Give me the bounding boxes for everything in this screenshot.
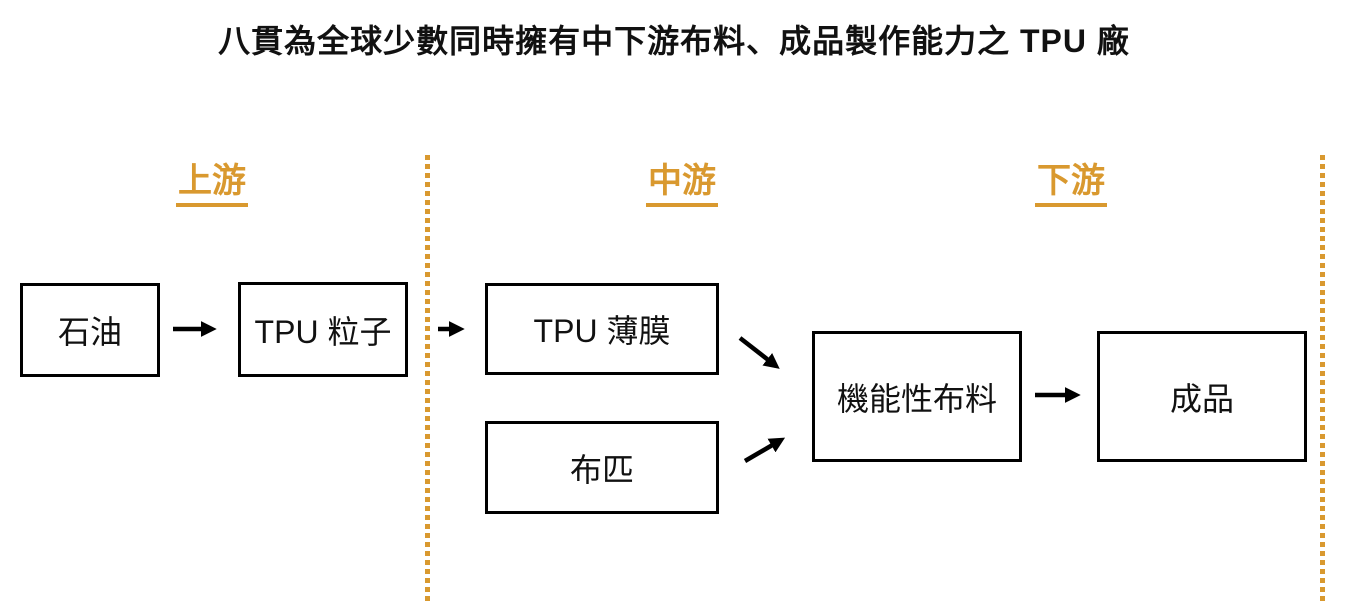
diagram-title: 八貫為全球少數同時擁有中下游布料、成品製作能力之 TPU 廠 [218,23,1130,59]
node-tpu-film: TPU 薄膜 [485,283,719,375]
stage-header-downstream: 下游 [1035,162,1107,208]
arrow-tpu-pellets-to-tpu-film-icon [438,321,465,337]
stage-header-midstream: 中游 [646,162,718,208]
node-functional-fabric: 機能性布料 [812,331,1022,462]
arrow-oil-to-tpu-pellets-icon [173,321,217,337]
node-finished-product: 成品 [1097,331,1307,462]
stage-header-upstream: 上游 [176,162,248,208]
arrow-cloth-to-functional-fabric-icon [743,437,786,463]
arrow-tpu-film-to-functional-fabric-icon [738,336,780,369]
node-oil: 石油 [20,283,160,377]
arrow-functional-fabric-to-finished-product-icon [1035,387,1081,403]
dotted-divider-right-edge [1320,155,1325,602]
node-tpu-pellets: TPU 粒子 [238,282,408,377]
node-cloth: 布匹 [485,421,719,514]
dotted-divider-upstream-midstream [425,155,430,602]
